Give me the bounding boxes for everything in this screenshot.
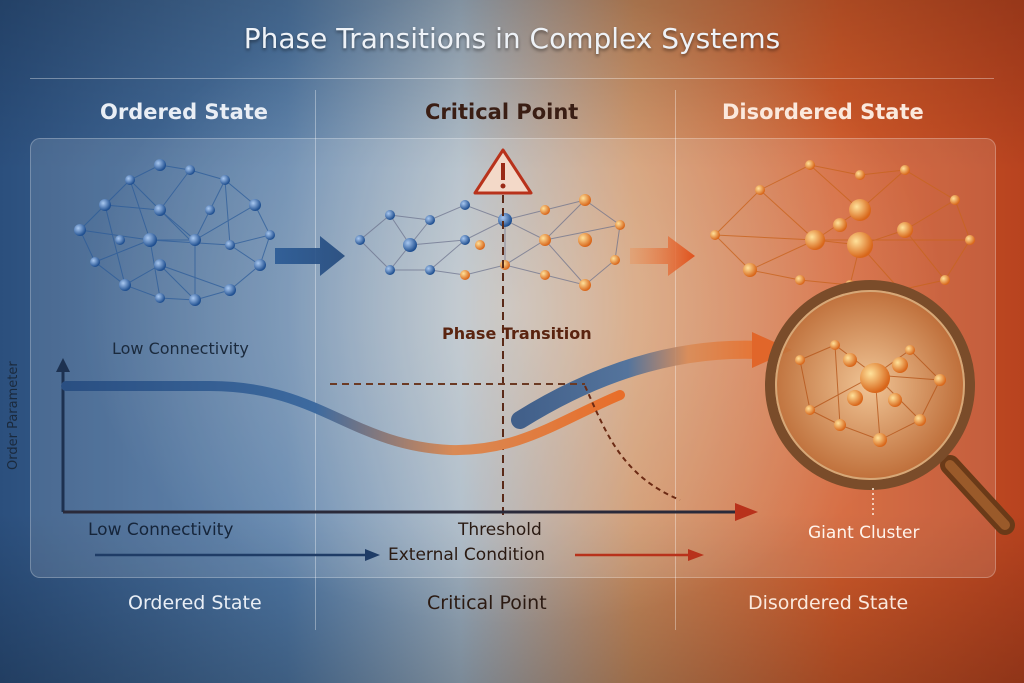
column-divider-left: [315, 90, 316, 630]
column-heading-critical: Critical Point: [425, 100, 579, 124]
column-footer-ordered: Ordered State: [128, 592, 262, 614]
column-heading-disordered: Disordered State: [722, 100, 924, 124]
threshold-label: Threshold: [458, 520, 542, 540]
ordered-network-nodes: [74, 159, 275, 306]
critical-network-nodes-blue: [355, 200, 512, 275]
y-axis-label: Order Parameter: [6, 361, 21, 470]
ordered-network: [79, 164, 271, 301]
title-rule: [30, 78, 994, 79]
warning-triangle-icon: [473, 148, 533, 195]
arrow-critical-to-disordered: [630, 236, 695, 276]
decay-dashed-curve: [584, 385, 681, 501]
external-arrow-left-head: [365, 549, 380, 561]
phase-transition-label: Phase Transition: [442, 324, 592, 343]
network-label-low-connectivity: Low Connectivity: [112, 339, 249, 358]
external-condition-label: External Condition: [388, 545, 546, 565]
transition-sweep-arrow: [511, 340, 769, 429]
page-title: Phase Transitions in Complex Systems: [243, 22, 781, 55]
order-parameter-curve: [61, 381, 625, 456]
x-axis-label-low-connectivity: Low Connectivity: [88, 520, 234, 540]
external-arrow-right-head: [688, 549, 704, 561]
giant-cluster-label: Giant Cluster: [808, 523, 920, 543]
y-axis-arrowhead: [56, 358, 70, 372]
column-footer-disordered: Disordered State: [748, 592, 909, 614]
magnifying-glass-icon: [765, 280, 1015, 535]
x-axis-arrowhead: [735, 503, 758, 521]
column-heading-ordered: Ordered State: [100, 100, 269, 124]
arrow-ordered-to-critical: [275, 236, 345, 276]
critical-network-nodes-orange: [460, 194, 625, 291]
disordered-network-nodes: [710, 160, 975, 295]
column-footer-critical: Critical Point: [427, 592, 547, 614]
